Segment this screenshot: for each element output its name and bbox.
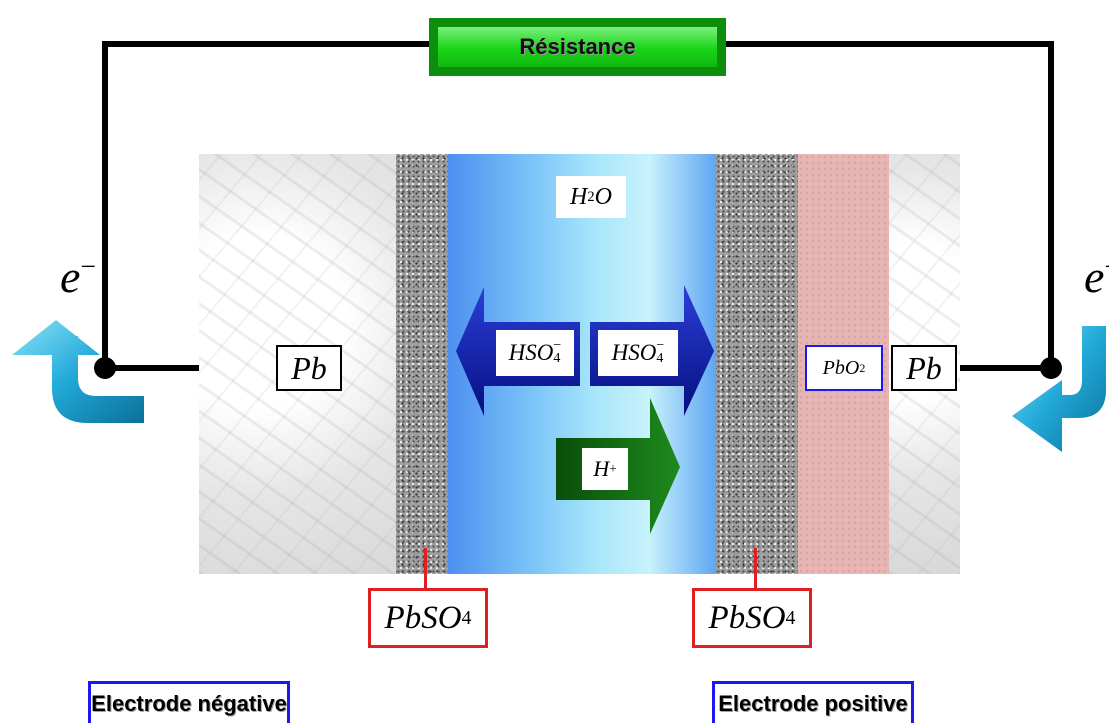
lead-label-left: Pb bbox=[276, 345, 342, 391]
sulfate-layer-left bbox=[396, 154, 448, 574]
wire-left-vertical bbox=[102, 41, 108, 371]
lead-label-right: Pb bbox=[891, 345, 957, 391]
caption-negative-electrode: Electrode négative bbox=[88, 681, 290, 723]
wire-top-left bbox=[102, 41, 431, 47]
bisulfate-label-left: HSO−4 bbox=[496, 330, 574, 376]
sulfate-layer-right bbox=[716, 154, 798, 574]
caption-positive-electrode: Electrode positive bbox=[712, 681, 914, 723]
node-left bbox=[94, 357, 116, 379]
resistor-label: Résistance bbox=[438, 27, 717, 67]
wire-right-vertical bbox=[1048, 41, 1054, 371]
wire-top-right bbox=[724, 41, 1054, 47]
sulfate-leader-left bbox=[424, 548, 427, 588]
bisulfate-label-right: HSO−4 bbox=[598, 330, 678, 376]
electron-label-left: e− bbox=[60, 250, 96, 302]
resistor: Résistance bbox=[429, 18, 726, 76]
wire-right-horizontal bbox=[958, 365, 1054, 371]
sulfate-leader-right bbox=[754, 548, 757, 588]
electron-label-right: e− bbox=[1084, 251, 1109, 302]
node-right bbox=[1040, 357, 1062, 379]
proton-label: H+ bbox=[582, 448, 628, 490]
wire-left-horizontal bbox=[102, 365, 200, 371]
